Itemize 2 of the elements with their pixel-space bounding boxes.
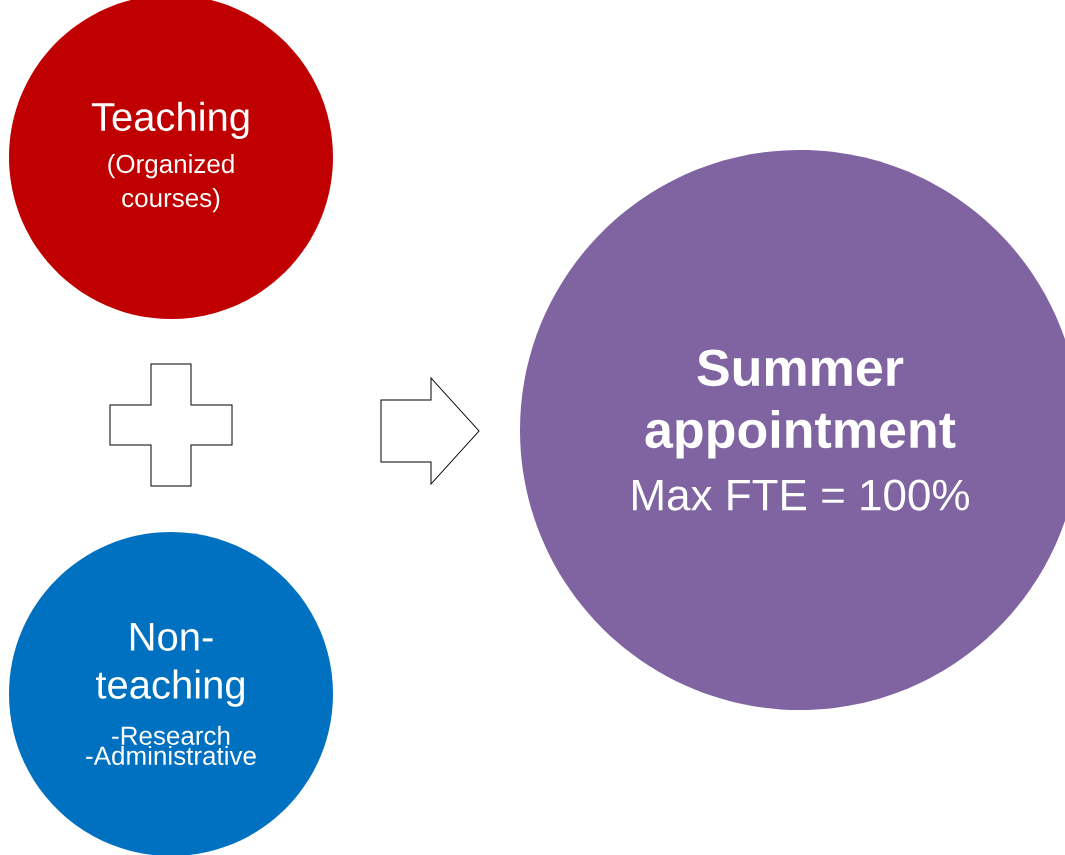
plus-sign [109, 363, 233, 487]
block-arrow [380, 377, 480, 485]
